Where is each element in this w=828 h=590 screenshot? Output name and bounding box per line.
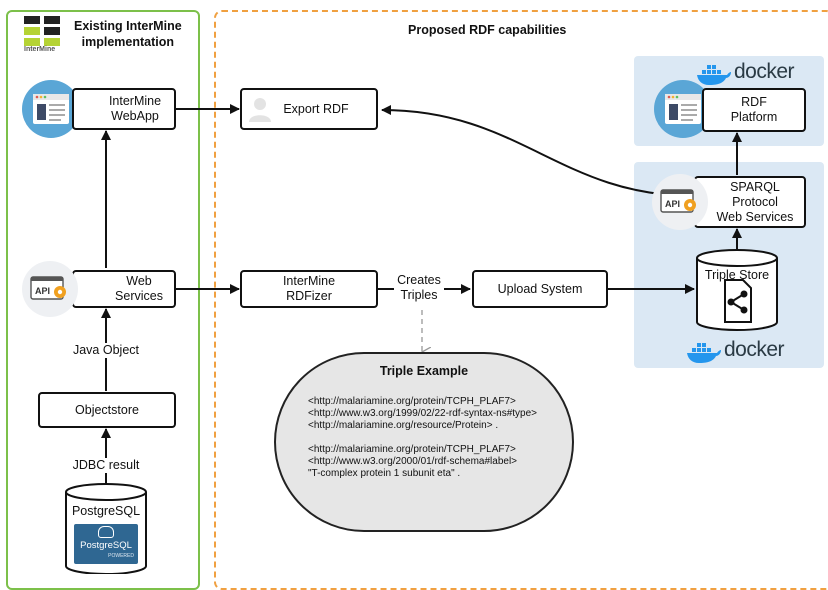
sparql-api-text: API: [665, 199, 680, 209]
creates-triples-label: Creates Triples: [394, 273, 444, 303]
arrow-sparql-export: [381, 105, 695, 197]
left-region-title: Existing InterMine implementation: [74, 18, 182, 50]
triple-line: <http://www.w3.org/1999/02/22-rdf-syntax…: [308, 408, 538, 419]
webservices-api-icon: API: [22, 261, 78, 317]
left-title-line1: Existing InterMine: [74, 19, 182, 33]
intermine-logo-text: InterMine: [24, 46, 56, 53]
right-region-title: Proposed RDF capabilities: [408, 23, 567, 37]
postgres-label: PostgreSQL: [71, 504, 141, 518]
objectstore-node: Objectstore: [38, 392, 176, 428]
webapp-node: InterMine WebApp: [72, 88, 176, 130]
docker-word-bottom: docker: [724, 338, 785, 361]
webapp-browser-icon: [22, 80, 80, 138]
left-title-line2: implementation: [81, 35, 175, 49]
triple-line: <http://malariamine.org/protein/TCPH_PLA…: [308, 396, 516, 407]
triple-example-lines: <http://malariamine.org/protein/TCPH_PLA…: [308, 396, 537, 480]
webservices-node: Web Services: [72, 270, 176, 308]
java-object-label: Java Object: [60, 343, 152, 358]
docker-whale-icon: [687, 343, 721, 363]
rdfizer-node: InterMine RDFizer: [240, 270, 378, 308]
postgres-database: PostgreSQL PostgreSQL POWERED: [64, 482, 148, 574]
triple-store-database: Triple Store: [695, 248, 779, 332]
triple-line: [308, 432, 537, 444]
upload-system-node: Upload System: [472, 270, 608, 308]
triple-example-bubble: Triple Example <http://malariamine.org/p…: [274, 352, 574, 532]
postgres-powered-logo: PostgreSQL POWERED: [74, 524, 138, 564]
triple-line: "T-complex protein 1 subunit eta" .: [308, 468, 461, 479]
docker-whale-icon: [697, 65, 731, 85]
docker-logo-bottom: docker: [686, 338, 786, 364]
jdbc-result-label: JDBC result: [62, 458, 150, 473]
rdf-platform-node: RDF Platform: [702, 88, 806, 132]
docker-word-top: docker: [734, 60, 795, 83]
api-icon-text: API: [35, 286, 50, 296]
postgres-logo-sub: POWERED: [108, 553, 134, 559]
triple-line: <http://www.w3.org/2000/01/rdf-schema#la…: [308, 456, 518, 467]
sparql-api-icon: API: [652, 174, 708, 230]
triple-line: <http://malariamine.org/resource/Protein…: [308, 420, 499, 431]
postgres-logo-main: PostgreSQL: [80, 540, 132, 551]
docker-logo-top: docker: [696, 60, 796, 86]
triple-example-title: Triple Example: [379, 364, 469, 378]
triple-store-label: Triple Store: [704, 268, 770, 282]
intermine-logo: InterMine: [24, 16, 66, 56]
user-icon: [248, 96, 272, 122]
sparql-node: SPARQL Protocol Web Services: [694, 176, 806, 228]
elephant-icon: [98, 526, 114, 538]
triple-line: <http://malariamine.org/protein/TCPH_PLA…: [308, 444, 516, 455]
